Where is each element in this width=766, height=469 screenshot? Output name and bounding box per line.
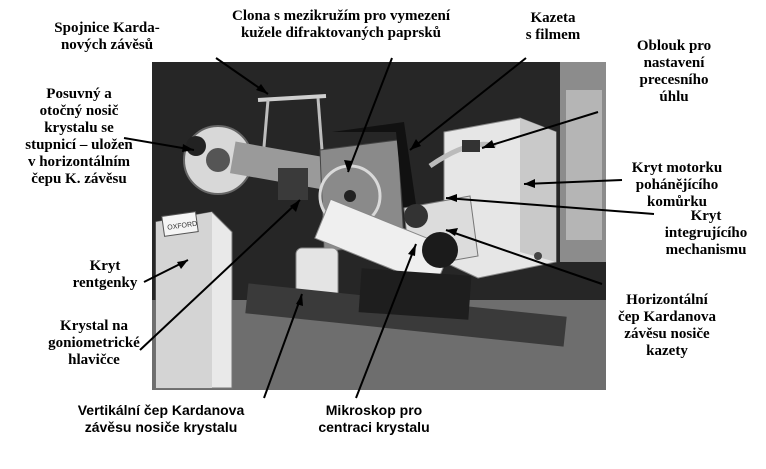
arrowhead-clona (344, 160, 352, 172)
label-horizontalni-cep: Horizontální čep Kardanova závěsu nosiče… (618, 292, 716, 359)
cardan-linkage-bar (257, 94, 327, 102)
label-vertikalni-cep: Vertikální čep Kardanova závěsu nosiče k… (77, 402, 245, 435)
label-kryt-motorku: Kryt motorku pohánějícího komůrku (631, 160, 723, 210)
arrowhead-kazeta (410, 139, 421, 150)
carrier-disk-hub (206, 148, 230, 172)
leader-horizontalni-cep (445, 229, 603, 285)
arrowhead-kryt-rentgenky (177, 260, 188, 269)
microscope-objective (404, 204, 428, 228)
label-mikroskop: Mikroskop pro centraci krystalu (318, 402, 430, 435)
xray-tube-front (156, 212, 212, 388)
arrowhead-spojnice (256, 84, 268, 94)
leader-kazeta (409, 57, 527, 151)
arrowhead-mikroskop (408, 244, 416, 256)
arrowhead-vertikalni-cep (296, 294, 303, 306)
film-cassette (332, 122, 420, 236)
arrowhead-horizontalni-cep (446, 228, 458, 236)
leader-posuvny (123, 137, 195, 151)
motor-indicator (534, 252, 542, 260)
base-slab (358, 268, 472, 320)
arrowhead-posuvny (182, 144, 194, 152)
leader-vertikalni-cep (263, 293, 303, 399)
annulus-center (344, 190, 356, 202)
goniometer-arm (229, 141, 335, 191)
leader-kryt-integrujiciho (445, 197, 655, 215)
oxford-plate (161, 211, 199, 237)
arrowhead-krystal (290, 200, 300, 212)
label-spojnice: Spojnice Karda- nových závěsů (54, 20, 160, 53)
leader-kryt-motorku (523, 179, 623, 185)
cardan-linkage-rod-2 (316, 97, 324, 151)
arrowhead-oblouk (482, 140, 495, 148)
label-posuvny: Posuvný a otočný nosič krystalu se stupn… (25, 86, 133, 187)
microscope-eyepiece (422, 232, 458, 268)
label-kazeta: Kazeta s filmem (525, 10, 581, 43)
label-oblouk: Oblouk pro nastavení precesního úhlu (636, 38, 712, 105)
arrowhead-kryt-motorku (524, 179, 535, 188)
leader-oblouk (481, 111, 599, 149)
label-krystal: Krystal na goniometrické hlavičce (48, 318, 140, 368)
label-kryt-integrujiciho: Kryt integrujícího mechanismu (664, 208, 748, 258)
carrier-knob (186, 136, 206, 156)
leader-mikroskop (355, 243, 417, 399)
goniometer-head (278, 168, 308, 200)
leader-krystal (139, 199, 301, 351)
motor-housing-side (520, 118, 556, 262)
label-clona: Clona s mezikružím pro vymezení kužele d… (231, 8, 451, 41)
leader-clona (347, 57, 393, 173)
right-shelf-panel (566, 90, 602, 240)
arc-clamp (462, 140, 480, 152)
arrowhead-kryt-integrujiciho (446, 194, 457, 202)
oxford-logo-text: OXFORD (167, 221, 198, 232)
label-kryt-rentgenky: Kryt rentgenky (72, 258, 138, 291)
